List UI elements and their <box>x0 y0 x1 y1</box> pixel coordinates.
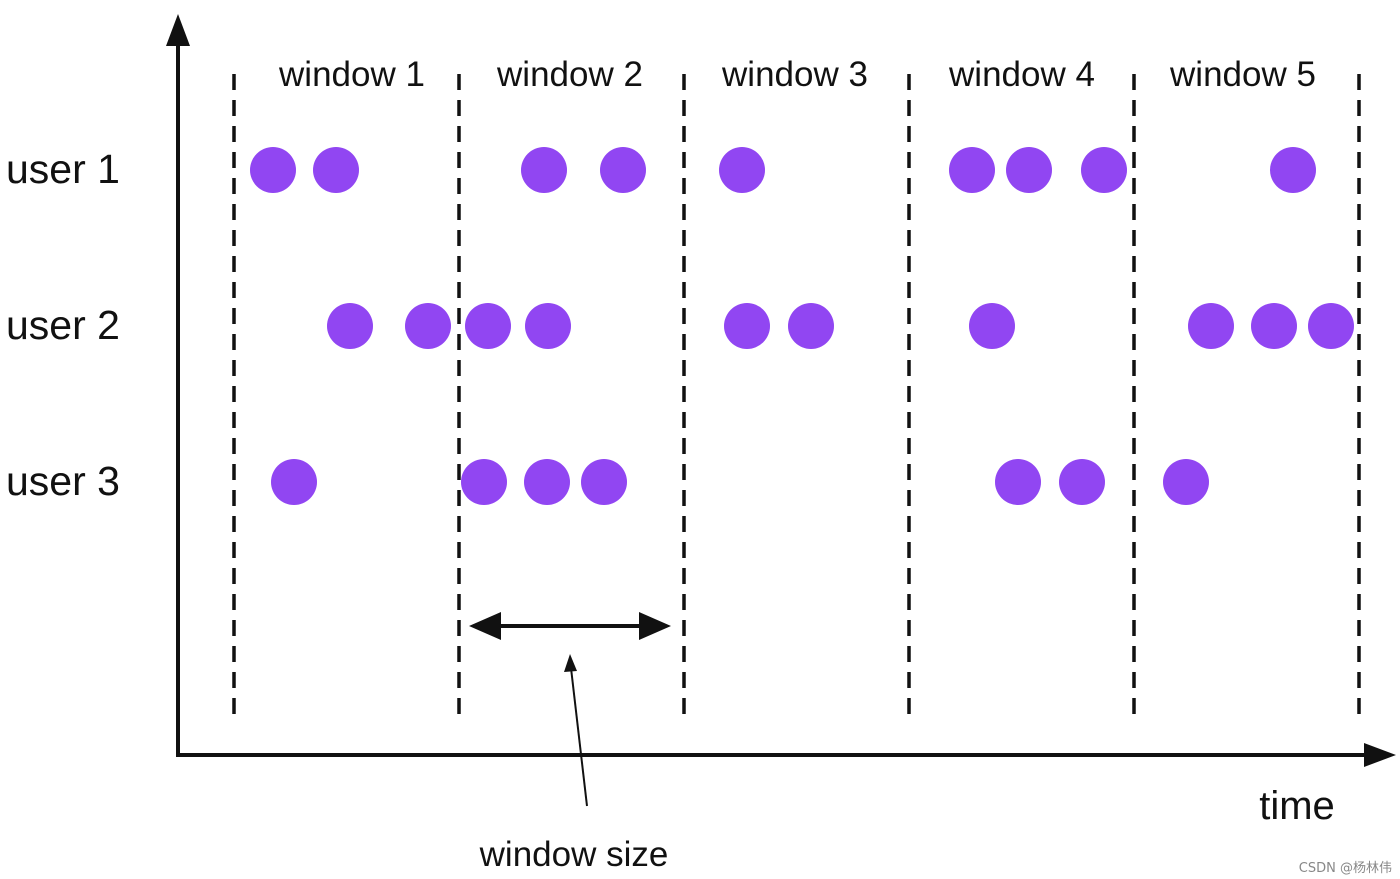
window-label-5: window 5 <box>1169 55 1316 94</box>
event-dot <box>327 303 373 349</box>
event-dot <box>995 459 1041 505</box>
event-dot <box>724 303 770 349</box>
event-dot <box>405 303 451 349</box>
event-dot <box>788 303 834 349</box>
event-dot <box>521 147 567 193</box>
window-size-pointer-arrowhead <box>564 654 577 672</box>
window-label-1: window 1 <box>278 55 425 94</box>
window-label-2: window 2 <box>496 55 643 94</box>
events-user-3 <box>271 459 1209 505</box>
window-label-3: window 3 <box>721 55 868 94</box>
events-user-2 <box>327 303 1354 349</box>
time-axis-label: time <box>1259 784 1335 828</box>
event-dot <box>1163 459 1209 505</box>
event-dot <box>1188 303 1234 349</box>
window-size-indicator <box>469 612 671 807</box>
event-dot <box>1270 147 1316 193</box>
event-dot <box>1059 459 1105 505</box>
event-dot <box>719 147 765 193</box>
event-dot <box>250 147 296 193</box>
event-dot <box>461 459 507 505</box>
event-dot <box>313 147 359 193</box>
event-dot <box>1308 303 1354 349</box>
event-dot <box>600 147 646 193</box>
x-axis-arrowhead <box>1364 743 1396 767</box>
row-label-user-3: user 3 <box>6 458 120 504</box>
window-size-arrowhead-left <box>469 612 501 640</box>
event-dot <box>1251 303 1297 349</box>
row-label-user-2: user 2 <box>6 302 120 348</box>
window-label-4: window 4 <box>948 55 1095 94</box>
window-size-label: window size <box>479 835 669 874</box>
event-dot <box>271 459 317 505</box>
event-dot <box>1006 147 1052 193</box>
row-label-user-1: user 1 <box>6 146 120 192</box>
event-dot <box>969 303 1015 349</box>
events-user-1 <box>250 147 1316 193</box>
event-dot <box>525 303 571 349</box>
y-axis-arrowhead <box>166 14 190 46</box>
event-dot <box>949 147 995 193</box>
event-dot <box>524 459 570 505</box>
window-boundaries <box>232 74 1361 716</box>
window-size-pointer-line <box>570 667 588 807</box>
event-dot <box>465 303 511 349</box>
event-dot <box>1081 147 1127 193</box>
watermark: CSDN @杨林伟 <box>1299 861 1392 876</box>
window-size-arrowhead-right <box>639 612 671 640</box>
event-dot <box>581 459 627 505</box>
